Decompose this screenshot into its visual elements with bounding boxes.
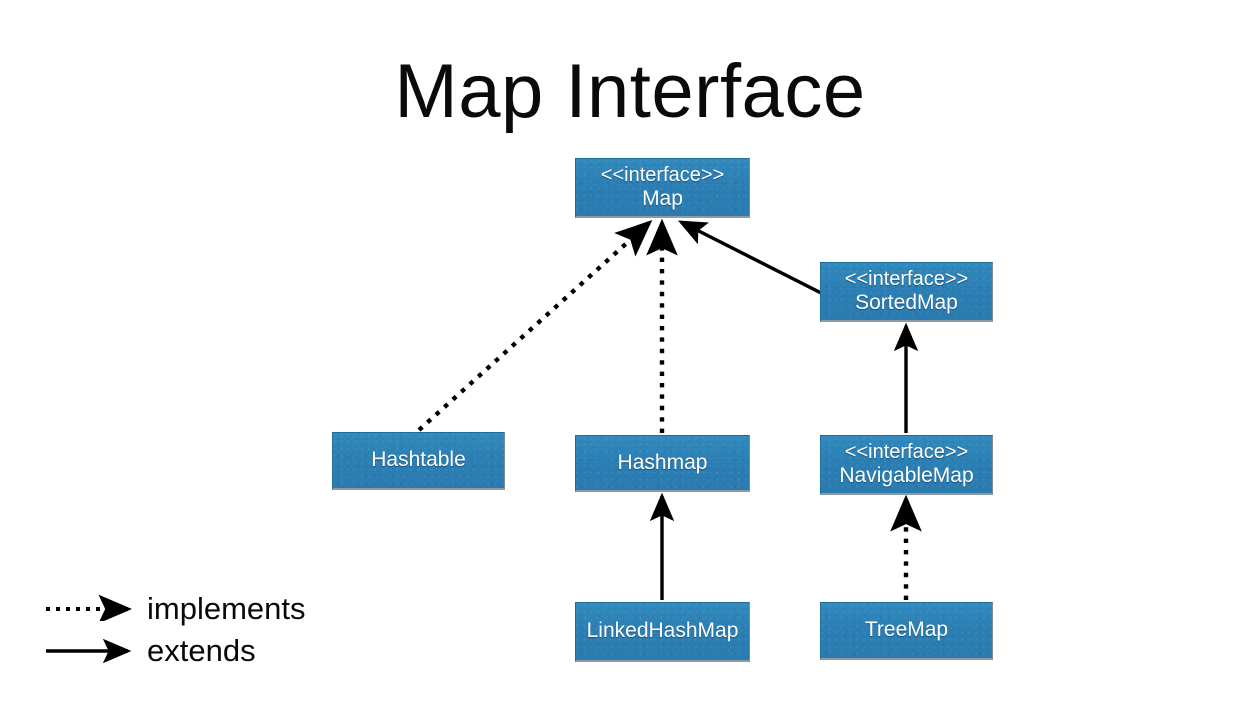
class-name-label: Map	[642, 186, 683, 210]
implements-arrow-icon	[46, 595, 132, 621]
class-name-label: Hashmap	[617, 450, 708, 474]
stereotype-label: <<interface>>	[600, 163, 725, 186]
extends-arrow-icon	[46, 638, 132, 663]
edge-sortedmap-extends-map	[677, 220, 830, 299]
class-name-label: SortedMap	[855, 290, 958, 314]
legend-label-implements: implements	[147, 590, 306, 626]
edge-hashtable-implements-map	[417, 220, 653, 432]
uml-class-box-treemap[interactable]: TreeMap	[820, 602, 993, 660]
legend: implements extends	[44, 588, 364, 680]
stereotype-label: <<interface>>	[844, 267, 969, 290]
uml-class-box-hashmap[interactable]: Hashmap	[575, 435, 750, 492]
class-name-label: NavigableMap	[839, 463, 974, 487]
stereotype-label: <<interface>>	[844, 440, 969, 463]
class-name-label: LinkedHashMap	[586, 619, 739, 643]
class-name-label: TreeMap	[864, 618, 949, 642]
legend-label-extends: extends	[147, 632, 256, 668]
legend-item-extends: extends	[44, 630, 256, 670]
uml-class-box-navigablemap[interactable]: <<interface>>NavigableMap	[820, 435, 993, 495]
uml-class-box-linkedhashmap[interactable]: LinkedHashMap	[575, 602, 750, 662]
uml-class-box-hashtable[interactable]: Hashtable	[332, 432, 505, 490]
page-title: Map Interface	[394, 49, 866, 134]
legend-item-implements: implements	[44, 588, 306, 628]
uml-class-box-map[interactable]: <<interface>>Map	[575, 158, 750, 218]
class-name-label: Hashtable	[371, 448, 466, 472]
uml-class-box-sortedmap[interactable]: <<interface>>SortedMap	[820, 262, 993, 322]
